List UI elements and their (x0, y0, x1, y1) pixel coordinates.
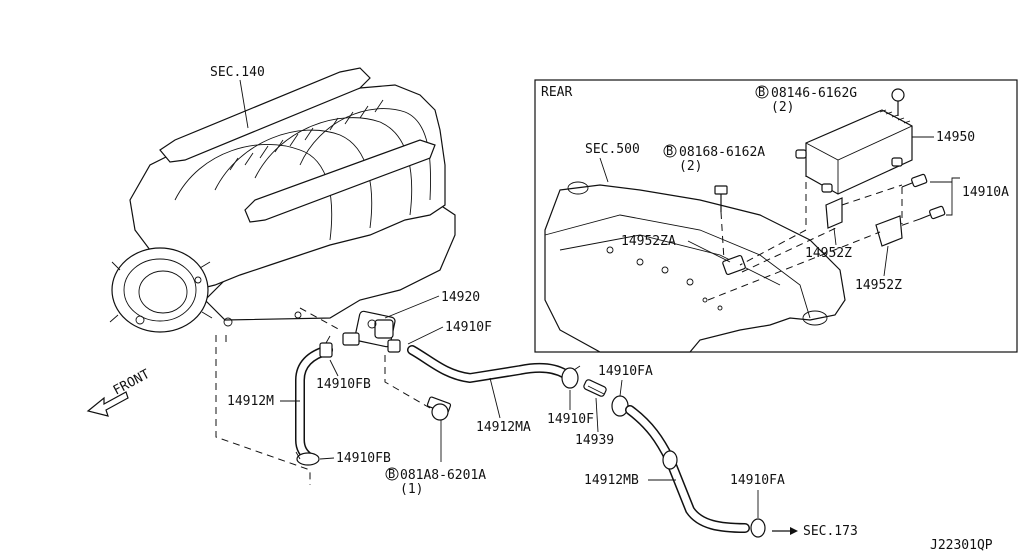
bolt-14910a-upper (901, 173, 928, 188)
label-diagram-code: J22301QP (930, 538, 993, 553)
label-14910fb-top: 14910FB (316, 377, 371, 392)
label-14910f-top: 14910F (445, 320, 492, 335)
clamp-14910fb-bottom (295, 451, 320, 466)
arrow-to-sec173 (772, 527, 798, 535)
label-14910fa-top: 14910FA (598, 364, 653, 379)
bolt-081a8 (384, 355, 452, 421)
label-14939: 14939 (575, 433, 614, 448)
label-14910fa-bottom: 14910FA (730, 473, 785, 488)
bracket-14952z-right (875, 215, 903, 247)
label-sec140: SEC.140 (210, 65, 265, 80)
label-sec173: SEC.173 (803, 524, 858, 539)
label-14912m: 14912M (227, 394, 274, 409)
hose-joint (662, 450, 678, 470)
label-08168-qty: (2) (679, 159, 702, 174)
label-08146-6162g: 08146-6162G (771, 86, 857, 101)
label-sec500: SEC.500 (585, 142, 640, 157)
rear-inset (534, 79, 1018, 353)
hose-14912ma (407, 345, 570, 384)
label-14912mb: 14912MB (584, 473, 639, 488)
label-14912ma: 14912MA (476, 420, 531, 435)
bolt-marker-08168: B (663, 144, 677, 158)
bracket-14952z-left (825, 197, 843, 229)
label-rear: REAR (541, 85, 572, 100)
label-front: FRONT (111, 367, 153, 399)
label-14910fb-bottom: 14910FB (336, 451, 391, 466)
hose-14912m (295, 345, 333, 463)
clamp-14910f-mid (561, 365, 581, 389)
label-14910a: 14910A (962, 185, 1009, 200)
bolt-marker-081a8: B (385, 467, 399, 481)
svg-text:B: B (388, 467, 395, 481)
intake-manifold (109, 67, 456, 333)
svg-text:B: B (666, 144, 673, 158)
label-081a8-qty: (1) (400, 482, 423, 497)
label-081a8-6201a: 081A8-6201A (400, 468, 486, 483)
bolt-14910a-lower (919, 205, 946, 220)
connector-14939 (583, 379, 607, 397)
label-14950: 14950 (936, 130, 975, 145)
clamp-14910fa-bottom (750, 518, 766, 538)
purge-control-valve-14920 (342, 310, 401, 353)
hose-14912mb (625, 405, 750, 533)
svg-text:B: B (758, 85, 765, 99)
bolt-08146 (891, 88, 905, 116)
bolt-08168 (714, 185, 728, 212)
label-08146-qty: (2) (771, 100, 794, 115)
label-14952z-right: 14952Z (855, 278, 902, 293)
bolt-marker-08146: B (755, 85, 769, 99)
label-14952za: 14952ZA (621, 234, 676, 249)
front-arrow-icon (86, 391, 129, 417)
label-14910f-mid: 14910F (547, 412, 594, 427)
clamp-14910fa-top (611, 395, 629, 417)
label-14920: 14920 (441, 290, 480, 305)
label-14952z-left: 14952Z (805, 246, 852, 261)
clamp-14910fb-top (319, 335, 333, 358)
label-08168-6162a: 08168-6162A (679, 145, 765, 160)
canister-14950 (795, 109, 913, 195)
